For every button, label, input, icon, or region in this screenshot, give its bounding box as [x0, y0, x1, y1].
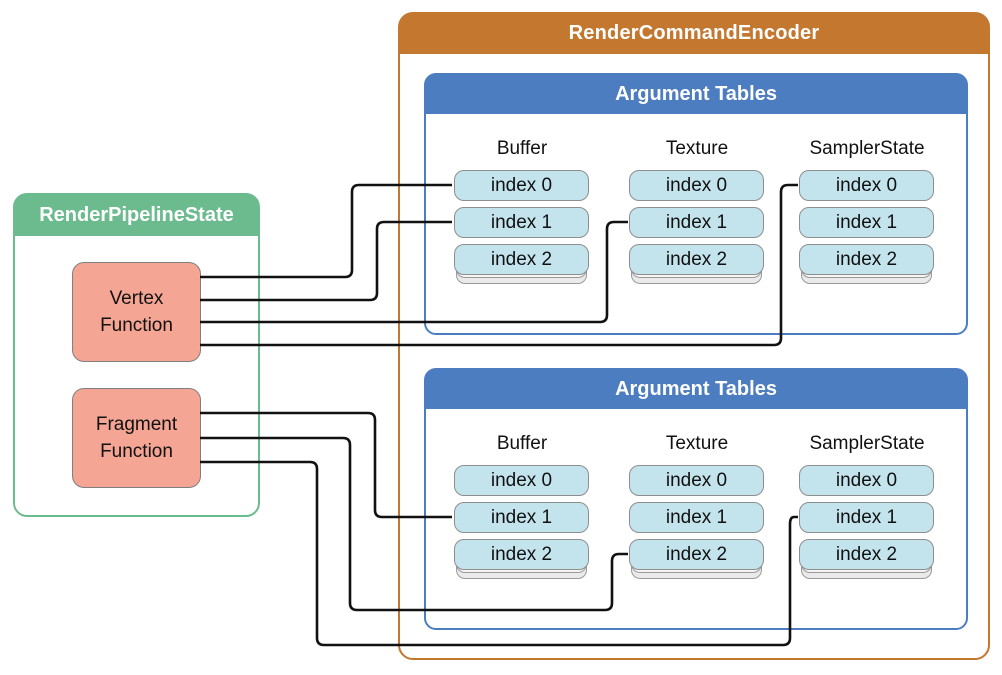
texture-slot-stack: index 0 index 1 index 2 — [629, 170, 765, 292]
samplerstate-slot: index 0 — [799, 465, 934, 496]
texture-column: Texture index 0 index 1 index 2 — [629, 432, 765, 587]
samplerstate-slot: index 1 — [799, 207, 934, 238]
column-header-texture: Texture — [665, 433, 729, 454]
fragment-function-label-line2: Function — [100, 441, 173, 462]
buffer-slot: index 0 — [454, 170, 589, 201]
samplerstate-slot-stack: index 0 index 1 index 2 — [799, 170, 935, 292]
buffer-slot-stack: index 0 index 1 index 2 — [454, 170, 590, 292]
samplerstate-column: SamplerState index 0 index 1 index 2 — [799, 432, 935, 587]
buffer-slot: index 2 — [454, 244, 589, 275]
samplerstate-slot-stack: index 0 index 1 index 2 — [799, 465, 935, 587]
argument-tables-title: Argument Tables — [425, 74, 967, 114]
column-header-samplerstate: SamplerState — [809, 138, 925, 159]
buffer-column: Buffer index 0 index 1 index 2 — [454, 137, 590, 292]
buffer-slot: index 0 — [454, 465, 589, 496]
texture-slot: index 1 — [629, 502, 764, 533]
column-header-buffer: Buffer — [496, 138, 548, 159]
fragment-function-label-line1: Fragment — [95, 414, 178, 435]
buffer-slot: index 1 — [454, 502, 589, 533]
samplerstate-slot: index 2 — [799, 539, 934, 570]
column-header-samplerstate: SamplerState — [809, 433, 925, 454]
argument-tables-title: Argument Tables — [425, 369, 967, 409]
samplerstate-slot: index 2 — [799, 244, 934, 275]
texture-slot-stack: index 0 index 1 index 2 — [629, 465, 765, 587]
texture-slot: index 0 — [629, 170, 764, 201]
samplerstate-column: SamplerState index 0 index 1 index 2 — [799, 137, 935, 292]
column-header-buffer: Buffer — [496, 433, 548, 454]
buffer-slot: index 2 — [454, 539, 589, 570]
vertex-function-label-line2: Function — [100, 315, 173, 336]
buffer-slot-stack: index 0 index 1 index 2 — [454, 465, 590, 587]
argument-tables-box-top: Argument Tables Buffer index 0 index 1 i… — [424, 73, 968, 335]
vertex-function-box: Vertex Function — [72, 262, 201, 362]
texture-slot: index 2 — [629, 244, 764, 275]
render-command-encoder-title: RenderCommandEncoder — [399, 13, 989, 54]
buffer-slot: index 1 — [454, 207, 589, 238]
render-pipeline-state-title: RenderPipelineState — [14, 194, 259, 236]
texture-slot: index 1 — [629, 207, 764, 238]
fragment-function-box: Fragment Function — [72, 388, 201, 488]
vertex-function-label-line1: Vertex — [109, 288, 164, 309]
column-header-texture: Texture — [665, 138, 729, 159]
texture-slot: index 0 — [629, 465, 764, 496]
texture-column: Texture index 0 index 1 index 2 — [629, 137, 765, 292]
buffer-column: Buffer index 0 index 1 index 2 — [454, 432, 590, 587]
samplerstate-slot: index 0 — [799, 170, 934, 201]
render-pipeline-state-box: RenderPipelineState Vertex Function Frag… — [13, 193, 260, 517]
argument-tables-box-bottom: Argument Tables Buffer index 0 index 1 i… — [424, 368, 968, 630]
texture-slot: index 2 — [629, 539, 764, 570]
samplerstate-slot: index 1 — [799, 502, 934, 533]
